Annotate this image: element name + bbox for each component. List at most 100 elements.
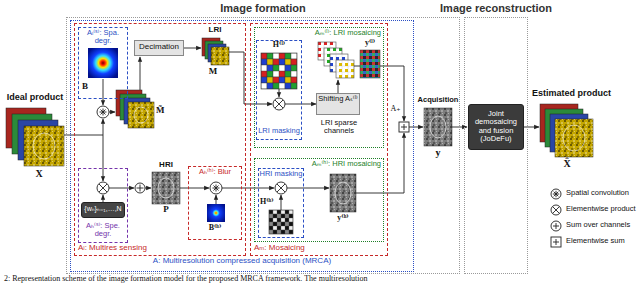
product-symbol [97,182,109,194]
product-symbol [275,182,287,194]
node-text: H⁽ʰ⁾ [260,198,276,207]
node-text: Shifting Aₛ⁽ˡ⁾ [317,95,359,103]
flow-line [103,79,104,105]
node-text: Joint demosaicing and fusion (JoDeFu) [471,110,521,143]
image-texture [555,119,593,157]
flow-line [145,188,151,189]
caption: 2: Representation scheme of the image fo… [4,275,636,284]
image-band [128,102,154,128]
elementwise-sum-symbol [399,122,409,132]
label: LRI sparse channels [312,119,366,136]
node-text: {wₙ}ₙ₌₁,…,N [82,205,124,213]
legend-symbol-outline [551,189,561,199]
operator-box: HRI maskingH⁽ʰ⁾ [258,168,304,238]
connector [302,104,316,105]
mosaic-image [330,174,356,212]
image-texture [330,174,356,212]
label: y⁽ˡ⁾ [356,39,384,48]
flow-line [285,104,302,105]
label: X̂ [558,158,576,169]
label: M̃ [156,106,172,116]
node-text: Aₘ⁽ʰ⁾: HRI mosaicing [259,160,381,168]
flow-line [524,127,539,128]
flow-line [103,119,104,135]
legend-text: Elementwise sum [566,237,638,245]
blur-kernel [207,204,225,222]
legend-symbol-mark [553,191,559,197]
product-symbol [277,184,285,192]
node-text: Aₗ: Multires sensing [78,244,198,253]
sum-channels-symbol [137,185,144,192]
section-frame: Joint demosaicing and fusion (JoDeFu)Ima… [464,17,528,274]
legend-text: Sum over channels [566,221,638,229]
flow-line [216,195,217,204]
convolution-symbol [97,106,109,118]
legend-symbol-outline [551,221,561,231]
node-text: Aₕ⁽ʰ⁾: Blur [190,168,240,176]
image-structure [430,116,446,138]
mrca-frame: Aₗ⁽ˢ⁾: Spa. degr.BDecimation{wₙ}ₙ₌₁,…,NA… [70,20,414,272]
operator-frame: HRI maskingH⁽ʰ⁾Aₘ⁽ʰ⁾: HRI mosaicing [254,158,384,242]
node-text: HRI masking [259,170,303,178]
flow-line [409,127,423,128]
flow-line [354,66,360,67]
label: Estimated product [532,89,632,99]
flow-line [184,48,201,49]
operator-box: {wₙ}ₙ₌₁,…,NAₕ⁽ˢ⁾: Spe. degr. [78,168,128,243]
convolution-symbol [210,182,222,194]
elementwise-sum-symbol [401,124,407,130]
process-box: Shifting Aₛ⁽ˡ⁾ [316,93,360,115]
operator-frame: H⁽ˡ⁾LRI maskingShifting Aₛ⁽ˡ⁾Aₘ⁽ˡ⁾: LRI … [250,23,388,256]
legend-symbol-mark [553,207,560,214]
image-texture [424,108,452,146]
image-structure [563,125,585,151]
flow-line [287,188,329,189]
legend: Spatial convolutionElementwise productSu… [550,188,638,252]
legend-item: Elementwise product [550,204,638,218]
hri-mask [269,210,293,234]
node-text: A: Multiresolution compressed acquisitio… [71,257,413,266]
legend-item: Spatial convolution [550,188,638,202]
image-band [211,47,229,65]
label: LRI [198,26,232,35]
label: y⁽ʰ⁾ [328,214,358,223]
node-text: H⁽ˡ⁾ [257,41,301,50]
weights-box: {wₙ}ₙ₌₁,…,N [81,202,125,218]
node-text: Image reconstruction [435,2,557,14]
process-box: Joint demosaicing and fusion (JoDeFu) [468,104,524,150]
flow-line [180,188,209,189]
node-text: B [82,82,94,92]
flow-line [109,112,115,113]
label: HRI [148,161,184,170]
legend-symbol-outline [551,237,561,247]
operator-box: Aₗ⁽ˢ⁾: Spa. degr. B [78,27,128,99]
image-structure [33,133,55,159]
legend-symbol [550,236,562,248]
product-symbol [275,100,283,108]
label: A₊ [389,105,402,114]
legend-text: Spatial convolution [566,189,638,197]
image-structure [134,107,148,123]
label: X [30,168,48,179]
image-texture [152,172,180,204]
section-frame: Aₗ⁽ˢ⁾: Spa. degr.BDecimation{wₙ}ₙ₌₁,…,NA… [66,17,460,274]
legend-item: Sum over channels [550,220,638,234]
lri-mask [261,53,297,89]
image-texture [128,102,154,128]
convolution-symbol [100,109,107,116]
product-symbol [273,98,285,110]
operator-frame: Aₗ⁽ˢ⁾: Spa. degr.BDecimation{wₙ}ₙ₌₁,…,NA… [74,23,246,256]
node-text: Aₗ⁽ˢ⁾: Spa. degr. [80,29,126,46]
node-text: B⁽ʰ⁾ [189,224,241,233]
node-text: Aₘ⁽ˡ⁾: LRI mosaicing [259,29,381,37]
image-structure [335,182,351,204]
flow-line [103,135,104,181]
image-band [555,119,593,157]
operator-frame: H⁽ˡ⁾LRI maskingShifting Aₛ⁽ˡ⁾Aₘ⁽ˡ⁾: LRI … [254,27,384,148]
sparse-channel [336,60,354,78]
node-text: Decimation [135,43,183,52]
image-texture [24,126,64,166]
label: y [430,147,446,158]
image-texture [211,47,229,65]
